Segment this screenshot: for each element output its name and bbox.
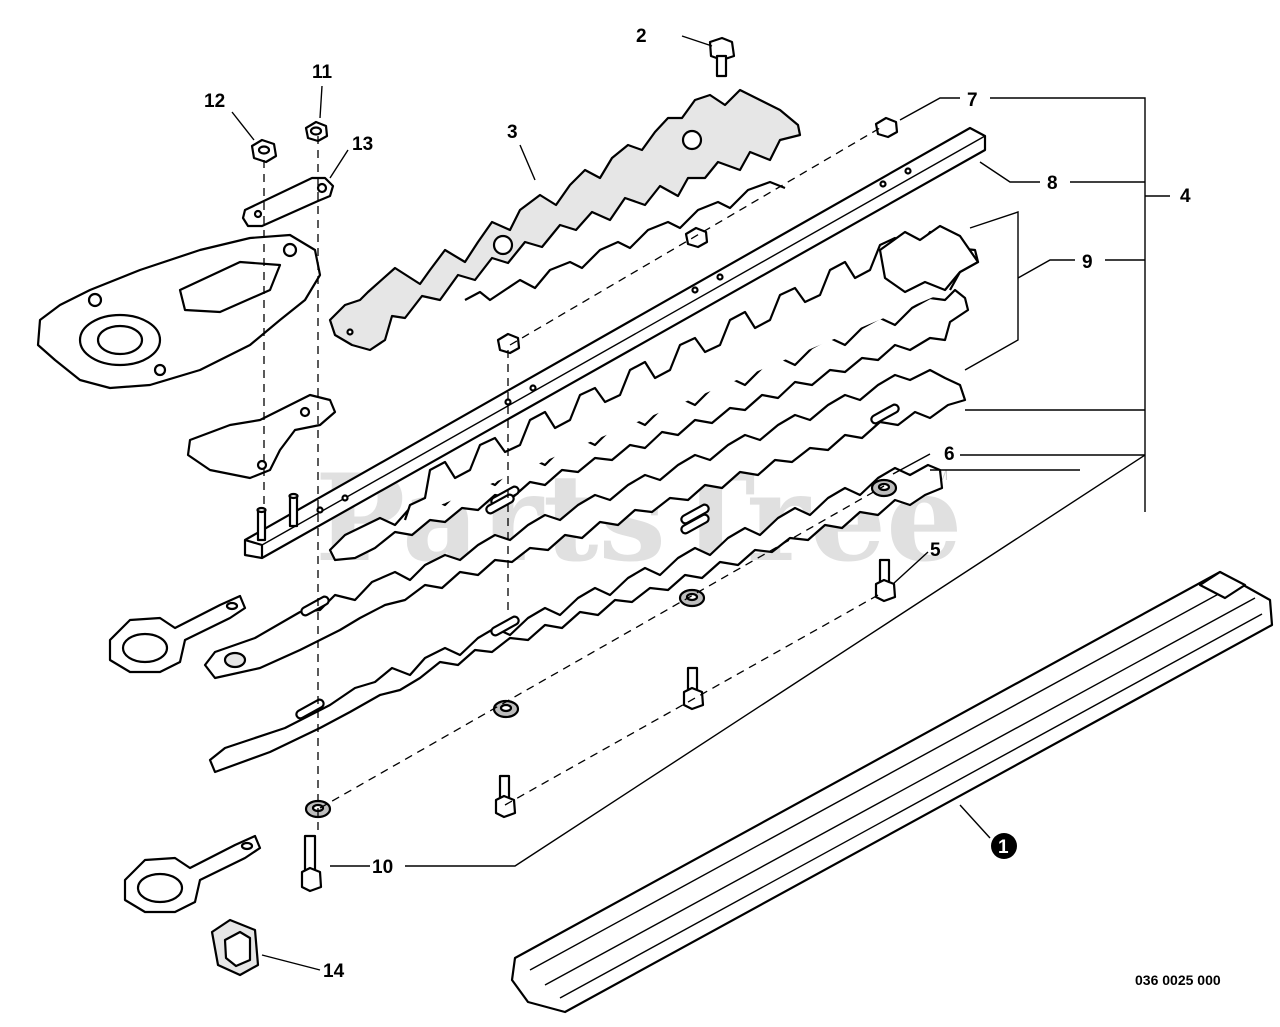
dashed-line-5	[504, 593, 881, 806]
leader-13	[329, 149, 349, 179]
part-7-nut-c[interactable]	[496, 332, 521, 355]
leader-11	[319, 85, 323, 119]
callout-11: 11	[312, 62, 333, 83]
callout-14: 14	[323, 961, 345, 982]
part-5-bolt-a[interactable]	[874, 558, 897, 603]
dashed-line-6	[319, 485, 885, 809]
callout-13: 13	[352, 134, 373, 155]
leader-9	[1017, 259, 1075, 279]
callout-5: 5	[930, 540, 941, 561]
callout-2: 2	[636, 26, 647, 47]
part-5-bolt-b[interactable]	[682, 666, 705, 711]
callout-7: 7	[967, 90, 978, 111]
leader-4-lines	[930, 409, 1145, 471]
callout-8: 8	[1047, 173, 1058, 194]
part-3-top-blade[interactable]	[328, 88, 802, 352]
part-8-guide-bar[interactable]	[243, 126, 987, 560]
part-6-washer-c[interactable]	[492, 699, 520, 719]
dashed-line-7	[509, 127, 881, 346]
leader-3	[519, 144, 536, 181]
part-9-lower-blade[interactable]	[203, 368, 967, 680]
connecting-rod-upper[interactable]	[108, 594, 247, 674]
part-6-washer-a[interactable]	[870, 478, 898, 498]
part-2-bolt[interactable]	[708, 36, 736, 78]
leader-2	[681, 35, 713, 47]
part-7-nut-b[interactable]	[684, 226, 709, 249]
gear-case-housing[interactable]	[36, 233, 322, 390]
leader-8	[979, 161, 1040, 183]
leader-7-right	[990, 97, 1146, 512]
part-13-plate[interactable]	[241, 176, 335, 228]
part-11-nut[interactable]	[304, 120, 329, 143]
callout-1-badge: 1	[991, 833, 1017, 859]
callout-9: 9	[1082, 252, 1093, 273]
part-5-bolt-c[interactable]	[494, 774, 517, 819]
part-7-nut-a[interactable]	[874, 116, 899, 139]
callout-1: 1	[998, 837, 1009, 858]
connecting-plate[interactable]	[186, 393, 337, 480]
part-10-bolt[interactable]	[300, 834, 323, 893]
part-12-nut[interactable]	[250, 138, 278, 164]
leader-7	[899, 97, 960, 121]
callout-4: 4	[1180, 186, 1191, 207]
leader-14	[261, 954, 321, 971]
part-9-blade-tip[interactable]	[878, 224, 980, 294]
leader-5	[892, 551, 929, 585]
leader-1	[959, 804, 991, 839]
leader-12	[231, 111, 255, 141]
leader-9-bracket	[964, 211, 1019, 371]
diagram-code: 036 0025 000	[1135, 972, 1221, 988]
leader-6	[892, 453, 931, 475]
callout-6: 6	[944, 444, 955, 465]
part-6-washer-b[interactable]	[678, 588, 706, 608]
leader-10	[330, 454, 1146, 867]
part-14-clip[interactable]	[210, 918, 260, 977]
part-1-scabbard[interactable]	[510, 570, 1274, 1014]
connecting-rod-lower[interactable]	[123, 834, 262, 914]
part-9-bottom-blade[interactable]	[208, 463, 944, 774]
callout-10: 10	[372, 857, 393, 878]
callout-12: 12	[204, 91, 225, 112]
callout-3: 3	[507, 122, 518, 143]
